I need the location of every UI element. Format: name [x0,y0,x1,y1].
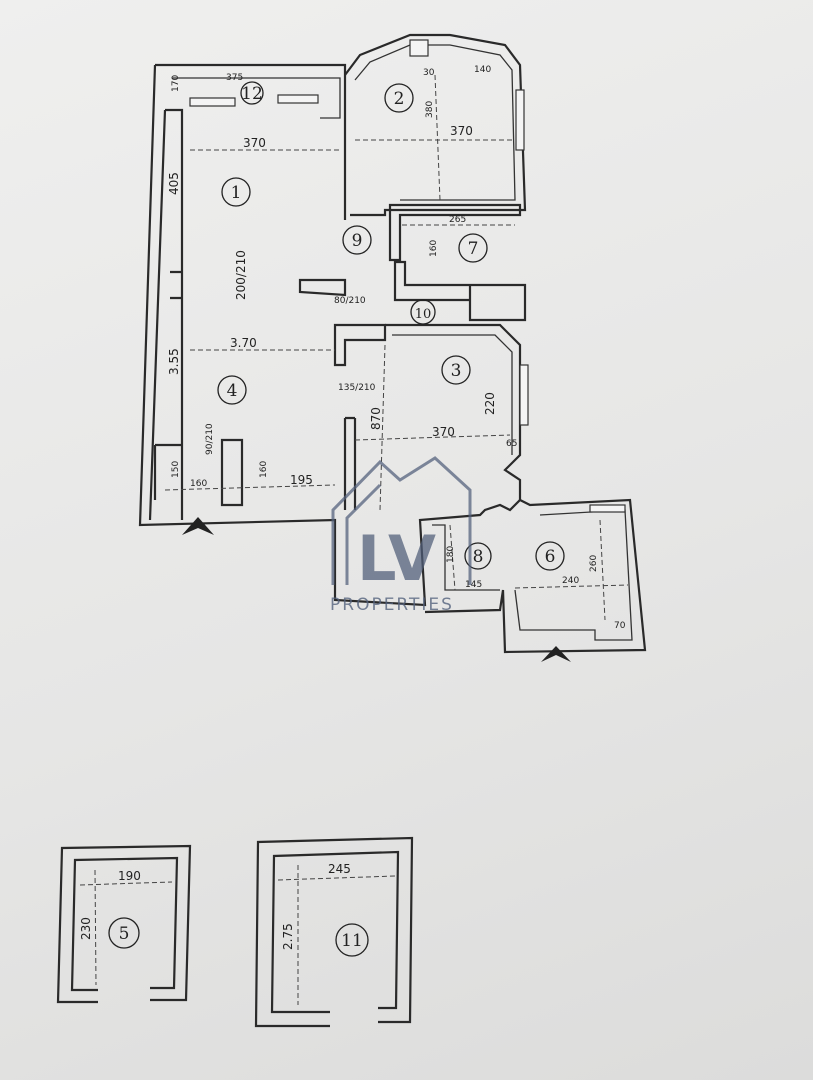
dim-label: 70 [614,621,626,631]
room-marker [221,177,251,207]
dim-label: 265 [449,215,466,225]
room-3-inner [392,334,513,455]
window [515,89,525,151]
logo-mark: LV [357,522,436,595]
room-marker [464,542,492,570]
dim-label: 870 [369,407,383,430]
bath-walls [385,203,527,500]
window [589,504,626,513]
dim-label: 180 [446,546,456,563]
room-5-number: 5 [119,924,130,944]
dim-label: 140 [474,65,491,75]
dim-label: 380 [425,101,435,118]
dim-label: 240 [562,576,579,586]
outer-wall [138,63,647,654]
dim-label: 145 [465,580,482,590]
dim-label: 260 [589,555,599,572]
dim-label: 170 [171,75,181,92]
balcony-12 [172,77,341,119]
dim-label: 200/210 [234,250,248,300]
dim-label: 65 [506,439,517,449]
main-plan [138,33,647,662]
room-marker [240,81,264,105]
room-marker [335,923,369,957]
chimney [409,39,429,57]
room-marker [384,83,414,113]
window [277,94,319,104]
dim-line [379,344,386,511]
dim-label: 160 [429,240,439,257]
room-9-number: 9 [352,231,363,251]
dim-label: 30 [423,68,435,78]
window [519,364,529,426]
dim-label: 80/210 [334,296,366,306]
dim-label: 2.75 [281,923,295,950]
dim-line [434,74,441,201]
dim-line [514,584,629,589]
dim-label: 135/210 [338,383,376,393]
dim-line [599,519,606,621]
dim-label: 3.55 [167,348,181,375]
dim-label: 160 [259,461,269,478]
dim-line [79,881,173,886]
room-marker [108,917,140,949]
dim-label: 160 [190,479,207,489]
room-1-number: 1 [231,183,242,203]
dim-label: 245 [328,862,351,876]
room-11-plan: 245 2.75 11 [254,836,414,1028]
dim-label: 405 [167,172,181,195]
room-labels: 12 1 2 9 7 10 3 4 8 6 [217,81,565,571]
room-marker [458,233,488,263]
room-6-number: 6 [545,547,556,567]
room-4-number: 4 [227,381,238,401]
room-8-number: 8 [473,547,484,567]
room-2-walls [344,33,527,217]
dim-line [449,524,456,591]
room-5-plan: 190 230 5 [56,844,192,1004]
room-marker [535,541,565,571]
dim-label: 195 [290,473,313,487]
dim-label: 90/210 [205,423,215,455]
room-11-walls [254,836,414,1028]
room-5-walls [56,844,192,1004]
lv-properties-logo: LV PROPERTIES [330,456,472,615]
room-2-number: 2 [394,89,405,109]
room-10-number: 10 [415,307,432,322]
dim-line [277,875,396,881]
dim-line [94,869,97,986]
dim-label: 190 [118,869,141,883]
dim-label: 230 [79,917,93,940]
window [189,97,236,107]
dim-line [164,484,336,491]
logo-roof-icon [345,483,382,585]
room-8-inner [432,524,500,591]
entrance-arrow-icon [541,646,571,662]
dim-label: 370 [243,136,266,150]
room-12-number: 12 [241,84,263,104]
room-marker [410,299,436,325]
dim-label: 375 [226,73,243,83]
room-2-inner [354,44,516,201]
dim-label: 370 [450,124,473,138]
dim-label: 150 [171,461,181,478]
inner-left-wall [148,108,184,521]
room-marker [217,375,247,405]
logo-roof-icon [331,456,472,585]
dim-label: 220 [483,392,497,415]
dim-line [354,434,511,441]
room-7-number: 7 [468,239,479,259]
room-marker [441,355,471,385]
room-4-closet [153,438,244,507]
dimension-labels: 375 170 370 405 200/210 3.70 3.55 90/210… [167,65,626,631]
divider-walls [170,270,387,510]
dim-label: 370 [432,425,455,439]
logo-text: PROPERTIES [330,595,454,615]
room-11-number: 11 [341,931,363,951]
room-marker [342,225,372,255]
dim-label: 3.70 [230,336,257,350]
entrance-arrow-icon [182,517,214,535]
room-3-number: 3 [451,361,462,381]
